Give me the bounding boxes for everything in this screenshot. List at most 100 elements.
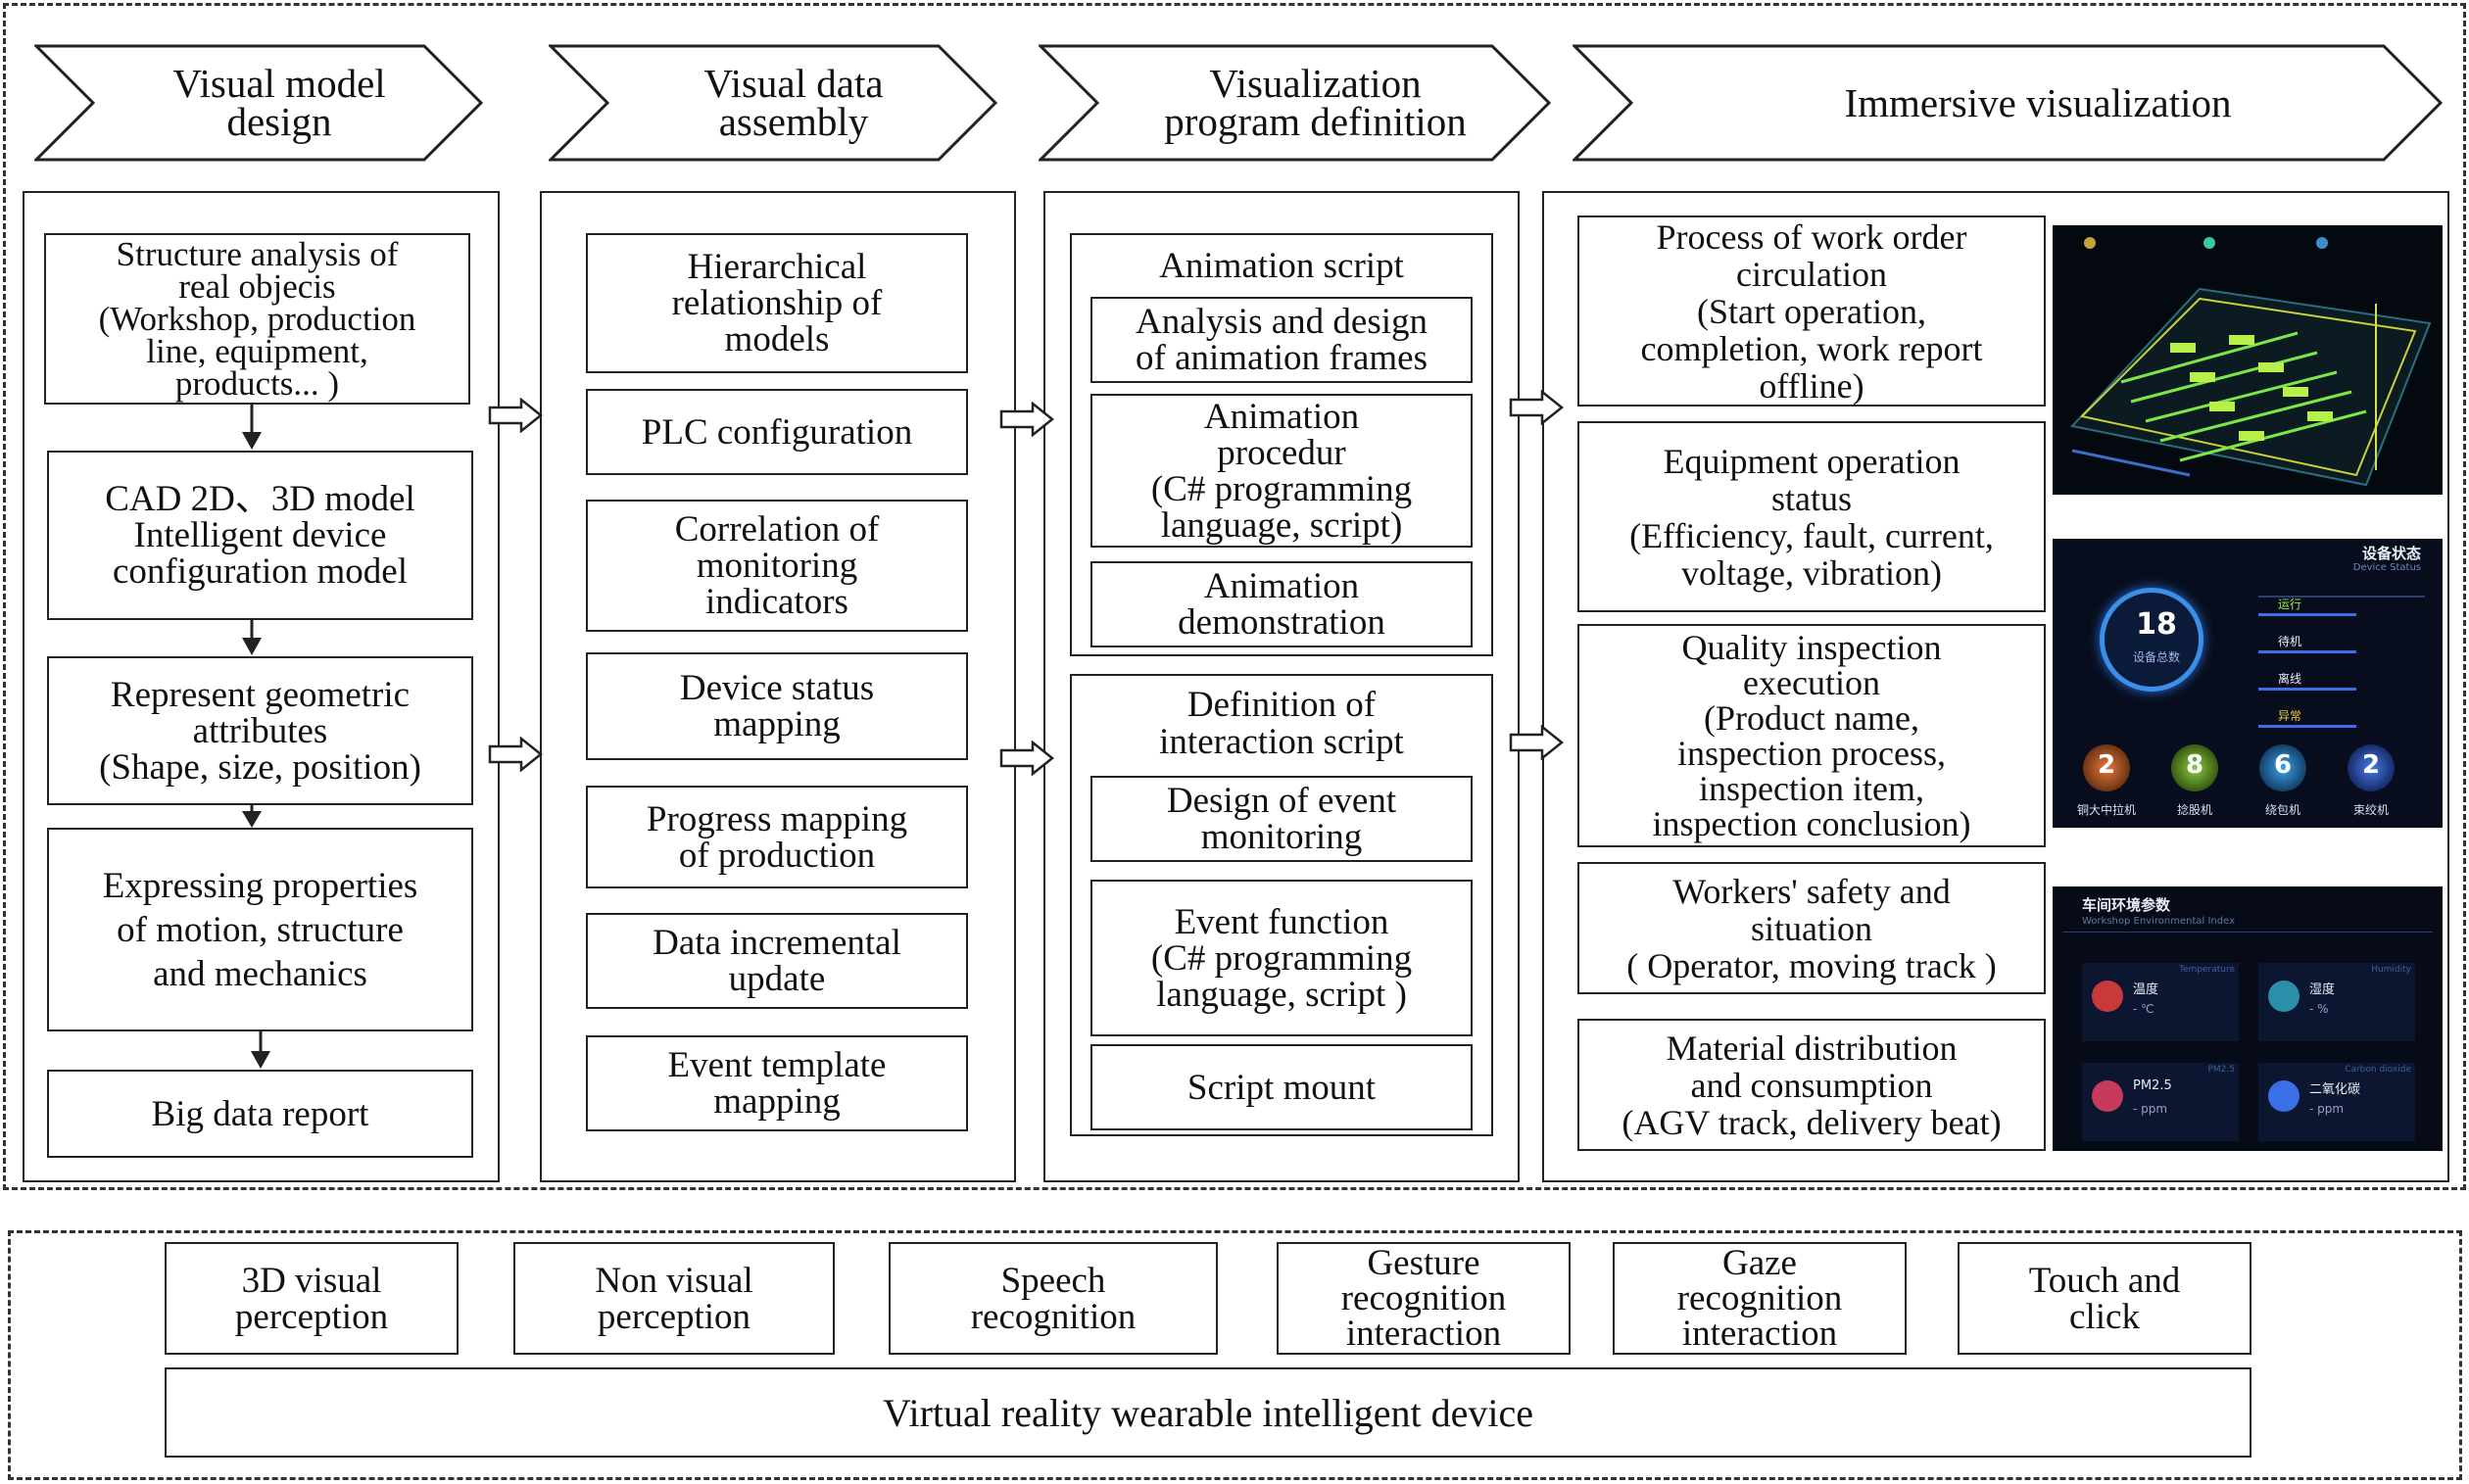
- header-visual-data-assembly: Visual data assembly: [549, 44, 999, 162]
- env-divider: [2062, 932, 2433, 933]
- box-text: Virtual reality wearable intelligent dev…: [883, 1390, 1533, 1435]
- device-count-label: 捻股机: [2176, 803, 2212, 817]
- state-label: 运行: [2278, 598, 2302, 611]
- box-text: Animation demonstration: [1178, 566, 1385, 643]
- interaction-touch-and-click: Touch and click: [1958, 1242, 2251, 1355]
- co2-icon: [2268, 1080, 2300, 1112]
- cad-model-box: CAD 2D、3D model Intelligent device confi…: [47, 451, 473, 620]
- device-status-title: 设备状态: [2361, 545, 2421, 562]
- device-total-value: 18: [2136, 607, 2177, 642]
- env-en-label: Carbon dioxide: [2345, 1065, 2411, 1075]
- state-label: 离线: [2278, 672, 2302, 686]
- animation-frames-box: Analysis and design of animation frames: [1090, 297, 1473, 383]
- env-label: 二氧化碳: [2309, 1082, 2361, 1097]
- flow-arrow-icon: [1509, 725, 1564, 760]
- device-count-label: 束绞机: [2352, 803, 2389, 817]
- interaction-speech-recognition: Speech recognition: [889, 1242, 1218, 1355]
- flow-arrow-icon: [999, 402, 1054, 437]
- device-count-label: 绕包机: [2264, 803, 2300, 817]
- animation-procedure-box: Animation procedur (C# programming langu…: [1090, 394, 1473, 548]
- device-status-subtitle: Device Status: [2352, 562, 2421, 573]
- workshop-3d-thumbnail: [2053, 225, 2443, 495]
- down-arrow-icon: [242, 405, 262, 450]
- flow-arrow-icon: [1509, 390, 1564, 425]
- box-text: Data incremental update: [653, 923, 901, 999]
- env-label: 温度: [2133, 982, 2159, 997]
- box-text: Correlation of monitoring indicators: [674, 509, 880, 622]
- vr-wearable-device-box: Virtual reality wearable intelligent dev…: [165, 1367, 2251, 1458]
- motion-properties-box: Expressing properties of motion, structu…: [47, 828, 473, 1031]
- humidity-icon: [2268, 981, 2300, 1012]
- box-text: Non visual perception: [595, 1260, 753, 1337]
- env-cell-pm25: PM2.5 - ppm PM2.5: [2082, 1063, 2239, 1141]
- quality-inspection-box: Quality inspection execution (Product na…: [1577, 624, 2046, 847]
- state-row: [2258, 596, 2425, 598]
- env-en-label: Humidity: [2371, 965, 2411, 975]
- box-text: Workers' safety and situation ( Operator…: [1626, 871, 1997, 985]
- animation-demonstration-box: Animation demonstration: [1090, 561, 1473, 647]
- big-data-report-box: Big data report: [47, 1070, 473, 1158]
- flow-arrow-icon: [488, 737, 543, 772]
- env-en-label: Temperature: [2178, 965, 2235, 975]
- monitoring-indicators-box: Correlation of monitoring indicators: [586, 500, 968, 632]
- box-text: Represent geometric attributes (Shape, s…: [99, 674, 421, 788]
- env-subtitle: Workshop Environmental Index: [2082, 916, 2235, 927]
- work-order-circulation-box: Process of work order circulation (Start…: [1577, 215, 2046, 407]
- event-monitoring-box: Design of event monitoring: [1090, 776, 1473, 862]
- env-unit: - ppm: [2133, 1102, 2168, 1116]
- box-text: Gesture recognition interaction: [1340, 1242, 1507, 1354]
- device-count-cell: 2 铜大中拉机: [2062, 744, 2151, 823]
- box-text: 3D visual perception: [234, 1260, 389, 1337]
- box-text: Speech recognition: [970, 1260, 1137, 1337]
- interaction-3d-visual-perception: 3D visual perception: [165, 1242, 459, 1355]
- material-distribution-box: Material distribution and consumption (A…: [1577, 1019, 2046, 1151]
- box-text: Touch and click: [2028, 1260, 2181, 1337]
- event-template-mapping-box: Event template mapping: [586, 1035, 968, 1131]
- env-unit: - ℃: [2133, 1002, 2154, 1016]
- env-unit: - %: [2309, 1002, 2329, 1016]
- device-count-cell: 8 捻股机: [2151, 744, 2239, 823]
- header-visualization-program-definition: Visualization program definition: [1039, 44, 1553, 162]
- pm25-icon: [2092, 1080, 2123, 1112]
- box-text: CAD 2D、3D model Intelligent device confi…: [105, 479, 415, 592]
- env-title: 车间环境参数: [2082, 896, 2171, 914]
- box-text: Big data report: [151, 1093, 369, 1134]
- env-label: 湿度: [2309, 982, 2336, 997]
- workers-safety-box: Workers' safety and situation ( Operator…: [1577, 862, 2046, 994]
- box-text: Event template mapping: [667, 1045, 887, 1122]
- box-text: Gaze recognition interaction: [1676, 1242, 1843, 1354]
- env-cell-co2: 二氧化碳 - ppm Carbon dioxide: [2258, 1063, 2415, 1141]
- device-count-cell: 6 绕包机: [2239, 744, 2327, 823]
- device-status-mapping-box: Device status mapping: [586, 652, 968, 760]
- box-text: Animation procedur (C# programming langu…: [1150, 396, 1413, 546]
- env-label: PM2.5: [2133, 1078, 2172, 1093]
- box-text: Material distribution and consumption (A…: [1622, 1028, 2002, 1142]
- state-bar: [2258, 650, 2356, 653]
- down-arrow-icon: [251, 1031, 270, 1069]
- lower-dashed-region: [8, 1230, 2462, 1480]
- upper-dashed-region: [3, 3, 2466, 1190]
- environment-thumbnail: 车间环境参数 Workshop Environmental Index 温度 -…: [2053, 886, 2443, 1151]
- state-bar: [2258, 613, 2356, 616]
- flow-arrow-icon: [999, 741, 1054, 776]
- device-count-value: 2: [2097, 750, 2116, 780]
- temperature-icon: [2092, 981, 2123, 1012]
- box-text: Design of event monitoring: [1166, 781, 1397, 857]
- hierarchical-relationship-box: Hierarchical relationship of models: [586, 233, 968, 373]
- box-text: Device status mapping: [679, 668, 875, 744]
- down-arrow-icon: [242, 620, 262, 655]
- structure-analysis-box: Structure analysis of real objecis (Work…: [44, 233, 470, 405]
- plc-configuration-box: PLC configuration: [586, 389, 968, 475]
- event-function-box: Event function (C# programming language,…: [1090, 880, 1473, 1036]
- device-count-value: 8: [2185, 750, 2204, 780]
- state-bar: [2258, 688, 2356, 691]
- env-unit: - ppm: [2309, 1102, 2345, 1116]
- box-text: Analysis and design of animation frames: [1135, 302, 1428, 378]
- box-text: Event function (C# programming language,…: [1150, 901, 1413, 1015]
- interaction-script-title: Definition of interaction script: [1159, 685, 1404, 762]
- header-visual-model-design: Visual model design: [34, 44, 485, 162]
- env-en-label: PM2.5: [2207, 1065, 2235, 1075]
- equipment-operation-status-box: Equipment operation status (Efficiency, …: [1577, 421, 2046, 612]
- state-bar: [2258, 725, 2356, 728]
- state-label: 待机: [2278, 635, 2302, 648]
